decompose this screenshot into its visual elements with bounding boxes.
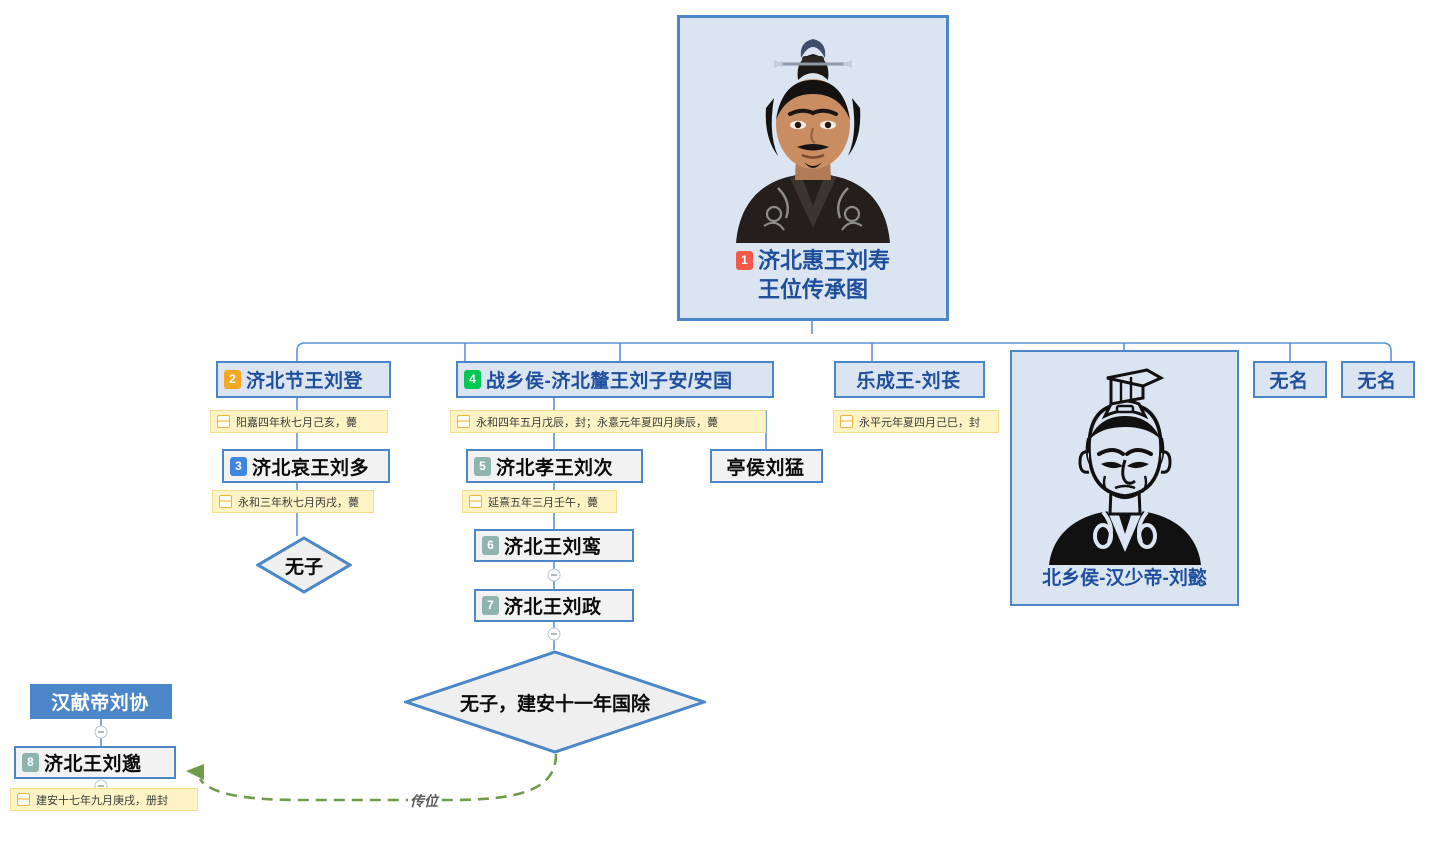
node-badge-6: 6 [482, 536, 499, 555]
note-text-8: 建安十七年九月庚戌，册封 [36, 794, 168, 807]
han-shaodi-line-drawing [1024, 360, 1225, 565]
node-zhanxianghou-liuzian[interactable]: 4 战乡侯-济北釐王刘子安/安国 [456, 361, 774, 398]
node-badge-7: 7 [482, 596, 499, 615]
root-title-line1: 济北惠王刘寿 [757, 248, 890, 273]
node-label-4: 战乡侯-济北釐王刘子安/安国 [486, 371, 733, 392]
node-label-3: 济北哀王刘多 [252, 457, 370, 479]
node-badge-2: 2 [224, 370, 241, 389]
node-badge-8: 8 [22, 753, 39, 772]
node-label-tinghou: 亭侯刘猛 [726, 457, 805, 479]
diamond-label-wuzi: 无子 [284, 556, 323, 578]
node-tinghou-liumeng[interactable]: 亭侯刘猛 [710, 449, 823, 483]
note-jibei-wang-liumiao[interactable]: 建安十七年九月庚戌，册封 [10, 788, 198, 811]
node-label-6: 济北王刘鸾 [504, 537, 602, 558]
han-prince-portrait [698, 28, 928, 243]
node-beixianghou-hanshaodi-liuyi[interactable]: 北乡侯-汉少帝-刘懿 [1010, 350, 1239, 606]
note-text-lecheng: 永平元年夏四月己巳，封 [859, 416, 980, 429]
node-jibei-wang-liuluan[interactable]: 6 济北王刘鸾 [474, 529, 634, 562]
note-zhanxianghou[interactable]: 永和四年五月戊辰，封；永憙元年夏四月庚辰，薨 [450, 410, 766, 433]
diamond-guochu[interactable]: 无子，建安十一年国除 [404, 650, 706, 754]
note-jibei-jiewang[interactable]: 阳嘉四年秋七月己亥，薨 [210, 410, 388, 433]
note-text-4: 永和四年五月戊辰，封；永憙元年夏四月庚辰，薨 [476, 416, 718, 429]
note-jibei-aiwang[interactable]: 永和三年秋七月丙戌，薨 [212, 490, 374, 513]
node-badge-4: 4 [464, 370, 481, 389]
node-label-xiandi: 汉献帝刘协 [51, 693, 149, 714]
node-jibei-aiwang-liuduo[interactable]: 3 济北哀王刘多 [222, 449, 390, 483]
node-label-beixianghou: 北乡侯-汉少帝-刘懿 [1042, 568, 1207, 589]
node-jibei-wang-liumiao[interactable]: 8 济北王刘邈 [14, 746, 176, 779]
diamond-label-guochu: 无子，建安十一年国除 [459, 693, 650, 715]
node-label-7: 济北王刘政 [504, 597, 602, 618]
diamond-shape [256, 536, 352, 594]
note-icon [219, 495, 232, 508]
edge-label-succession: 传位 [408, 791, 440, 811]
node-badge-3: 3 [230, 456, 247, 476]
note-lecheng[interactable]: 永平元年夏四月己巳，封 [833, 410, 999, 433]
note-text-2: 阳嘉四年秋七月己亥，薨 [236, 416, 357, 429]
node-label-2: 济北节王刘登 [246, 371, 364, 392]
node-label-8: 济北王刘邈 [44, 754, 142, 775]
root-title-line2: 王位传承图 [757, 276, 868, 302]
node-label-lecheng: 乐成王-刘苌 [856, 371, 961, 392]
note-text-5: 延熹五年三月壬午，薨 [488, 496, 598, 509]
node-badge-5: 5 [474, 456, 491, 476]
note-icon [469, 495, 482, 508]
node-han-xiandi-liuxie[interactable]: 汉献帝刘协 [30, 684, 172, 719]
diamond-shape [404, 650, 706, 754]
note-icon [217, 415, 230, 428]
root-badge: 1 [735, 251, 753, 271]
node-jibei-xiaowang-liuci[interactable]: 5 济北孝王刘次 [466, 449, 643, 483]
node-unnamed-2[interactable]: 无名 [1341, 361, 1415, 398]
note-text-3: 永和三年秋七月丙戌，薨 [238, 496, 359, 509]
node-lechengwang-liuchang[interactable]: 乐成王-刘苌 [834, 361, 985, 398]
node-label-unnamed-2: 无名 [1357, 371, 1397, 392]
succession-edge [186, 753, 558, 802]
node-unnamed-1[interactable]: 无名 [1253, 361, 1327, 398]
root-node[interactable]: 1 济北惠王刘寿 王位传承图 [677, 15, 949, 321]
note-jibei-xiaowang[interactable]: 延熹五年三月壬午，薨 [462, 490, 617, 513]
node-label-unnamed-1: 无名 [1269, 371, 1309, 392]
note-icon [840, 415, 853, 428]
diamond-wuzi[interactable]: 无子 [256, 536, 352, 594]
note-icon [457, 415, 470, 428]
node-jibei-jiewang-liudeng[interactable]: 2 济北节王刘登 [216, 361, 391, 398]
note-icon [17, 793, 30, 806]
node-jibei-wang-liuzheng[interactable]: 7 济北王刘政 [474, 589, 634, 622]
node-label-5: 济北孝王刘次 [496, 457, 614, 479]
